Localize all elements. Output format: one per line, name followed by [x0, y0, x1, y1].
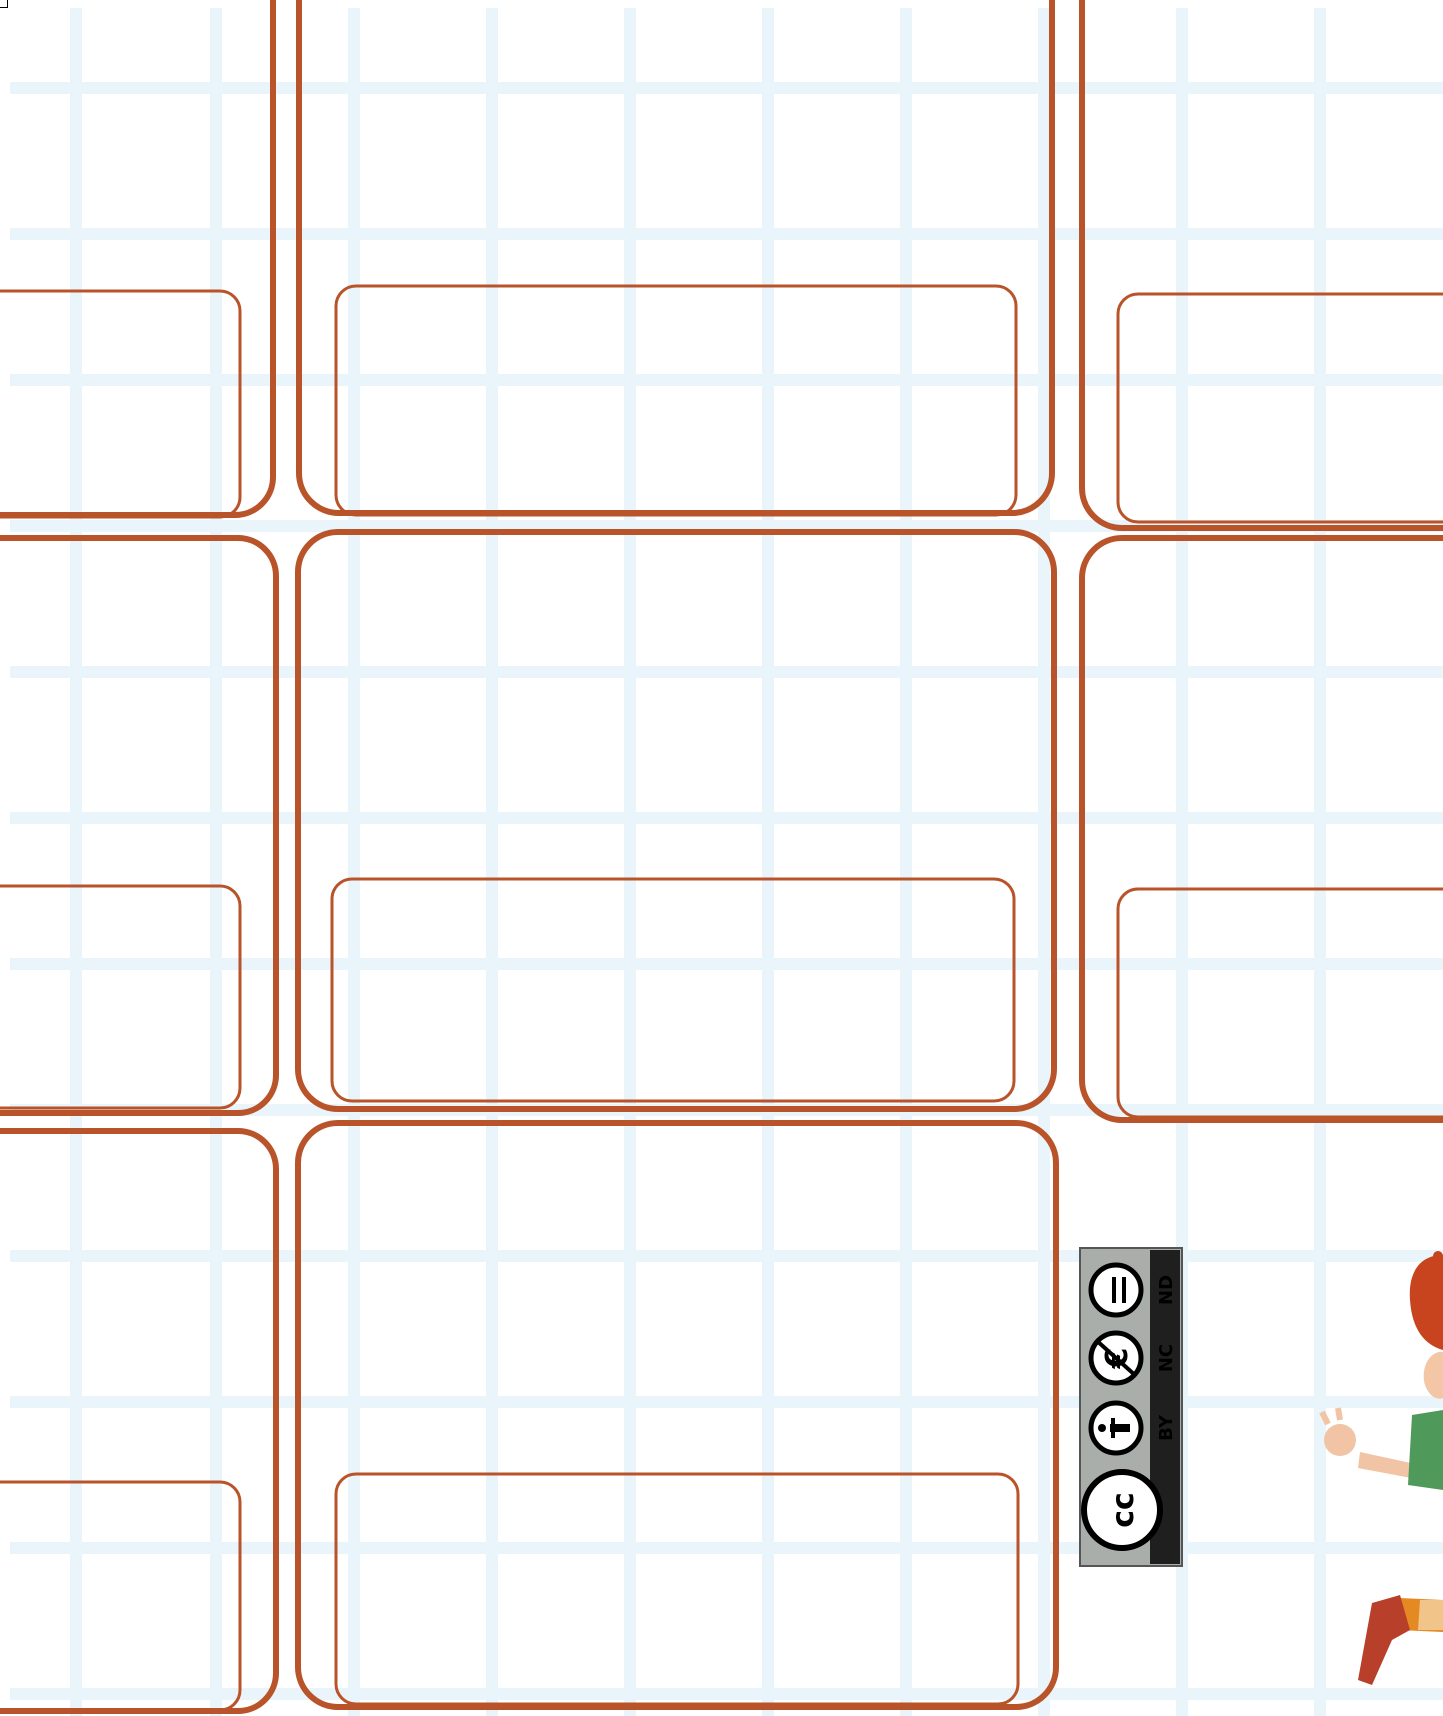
running-child-illustration [1322, 1251, 1443, 1685]
badge-label-nd: ND [1156, 1275, 1177, 1305]
no-derivatives-equals-icon [1091, 1265, 1141, 1315]
attribution-person-icon [1091, 1403, 1141, 1453]
cell-frame-r1c1 [0, 0, 273, 515]
cell-frame-r3c2 [298, 1123, 1056, 1707]
answer-box-r3c2 [336, 1474, 1018, 1704]
badge-label-nc: NC [1156, 1344, 1177, 1372]
answer-box-r1c3 [1118, 294, 1443, 522]
cell-frame-r2c1 [0, 538, 276, 1113]
answer-box-r3c1 [0, 1482, 240, 1710]
background-grid [10, 8, 1443, 1716]
answer-box-r2c1 [0, 886, 240, 1108]
cc-logo-text: cc [1106, 1492, 1141, 1528]
license-badge: € cc ND NC BY [1080, 1248, 1182, 1566]
answer-box-r1c1 [0, 291, 240, 517]
answer-box-r2c3 [1118, 889, 1443, 1117]
cell-frame-r2c3 [1082, 538, 1443, 1120]
badge-label-by: BY [1156, 1414, 1177, 1441]
answer-box-r1c2 [336, 286, 1016, 515]
cell-frame-r3c1 [0, 1131, 276, 1711]
non-commercial-euro-icon: € [1091, 1333, 1141, 1383]
cell-frame-r1c2 [299, 0, 1052, 513]
cell-frame-r1c3 [1082, 0, 1443, 528]
cc-logo-icon: cc [1084, 1472, 1160, 1548]
